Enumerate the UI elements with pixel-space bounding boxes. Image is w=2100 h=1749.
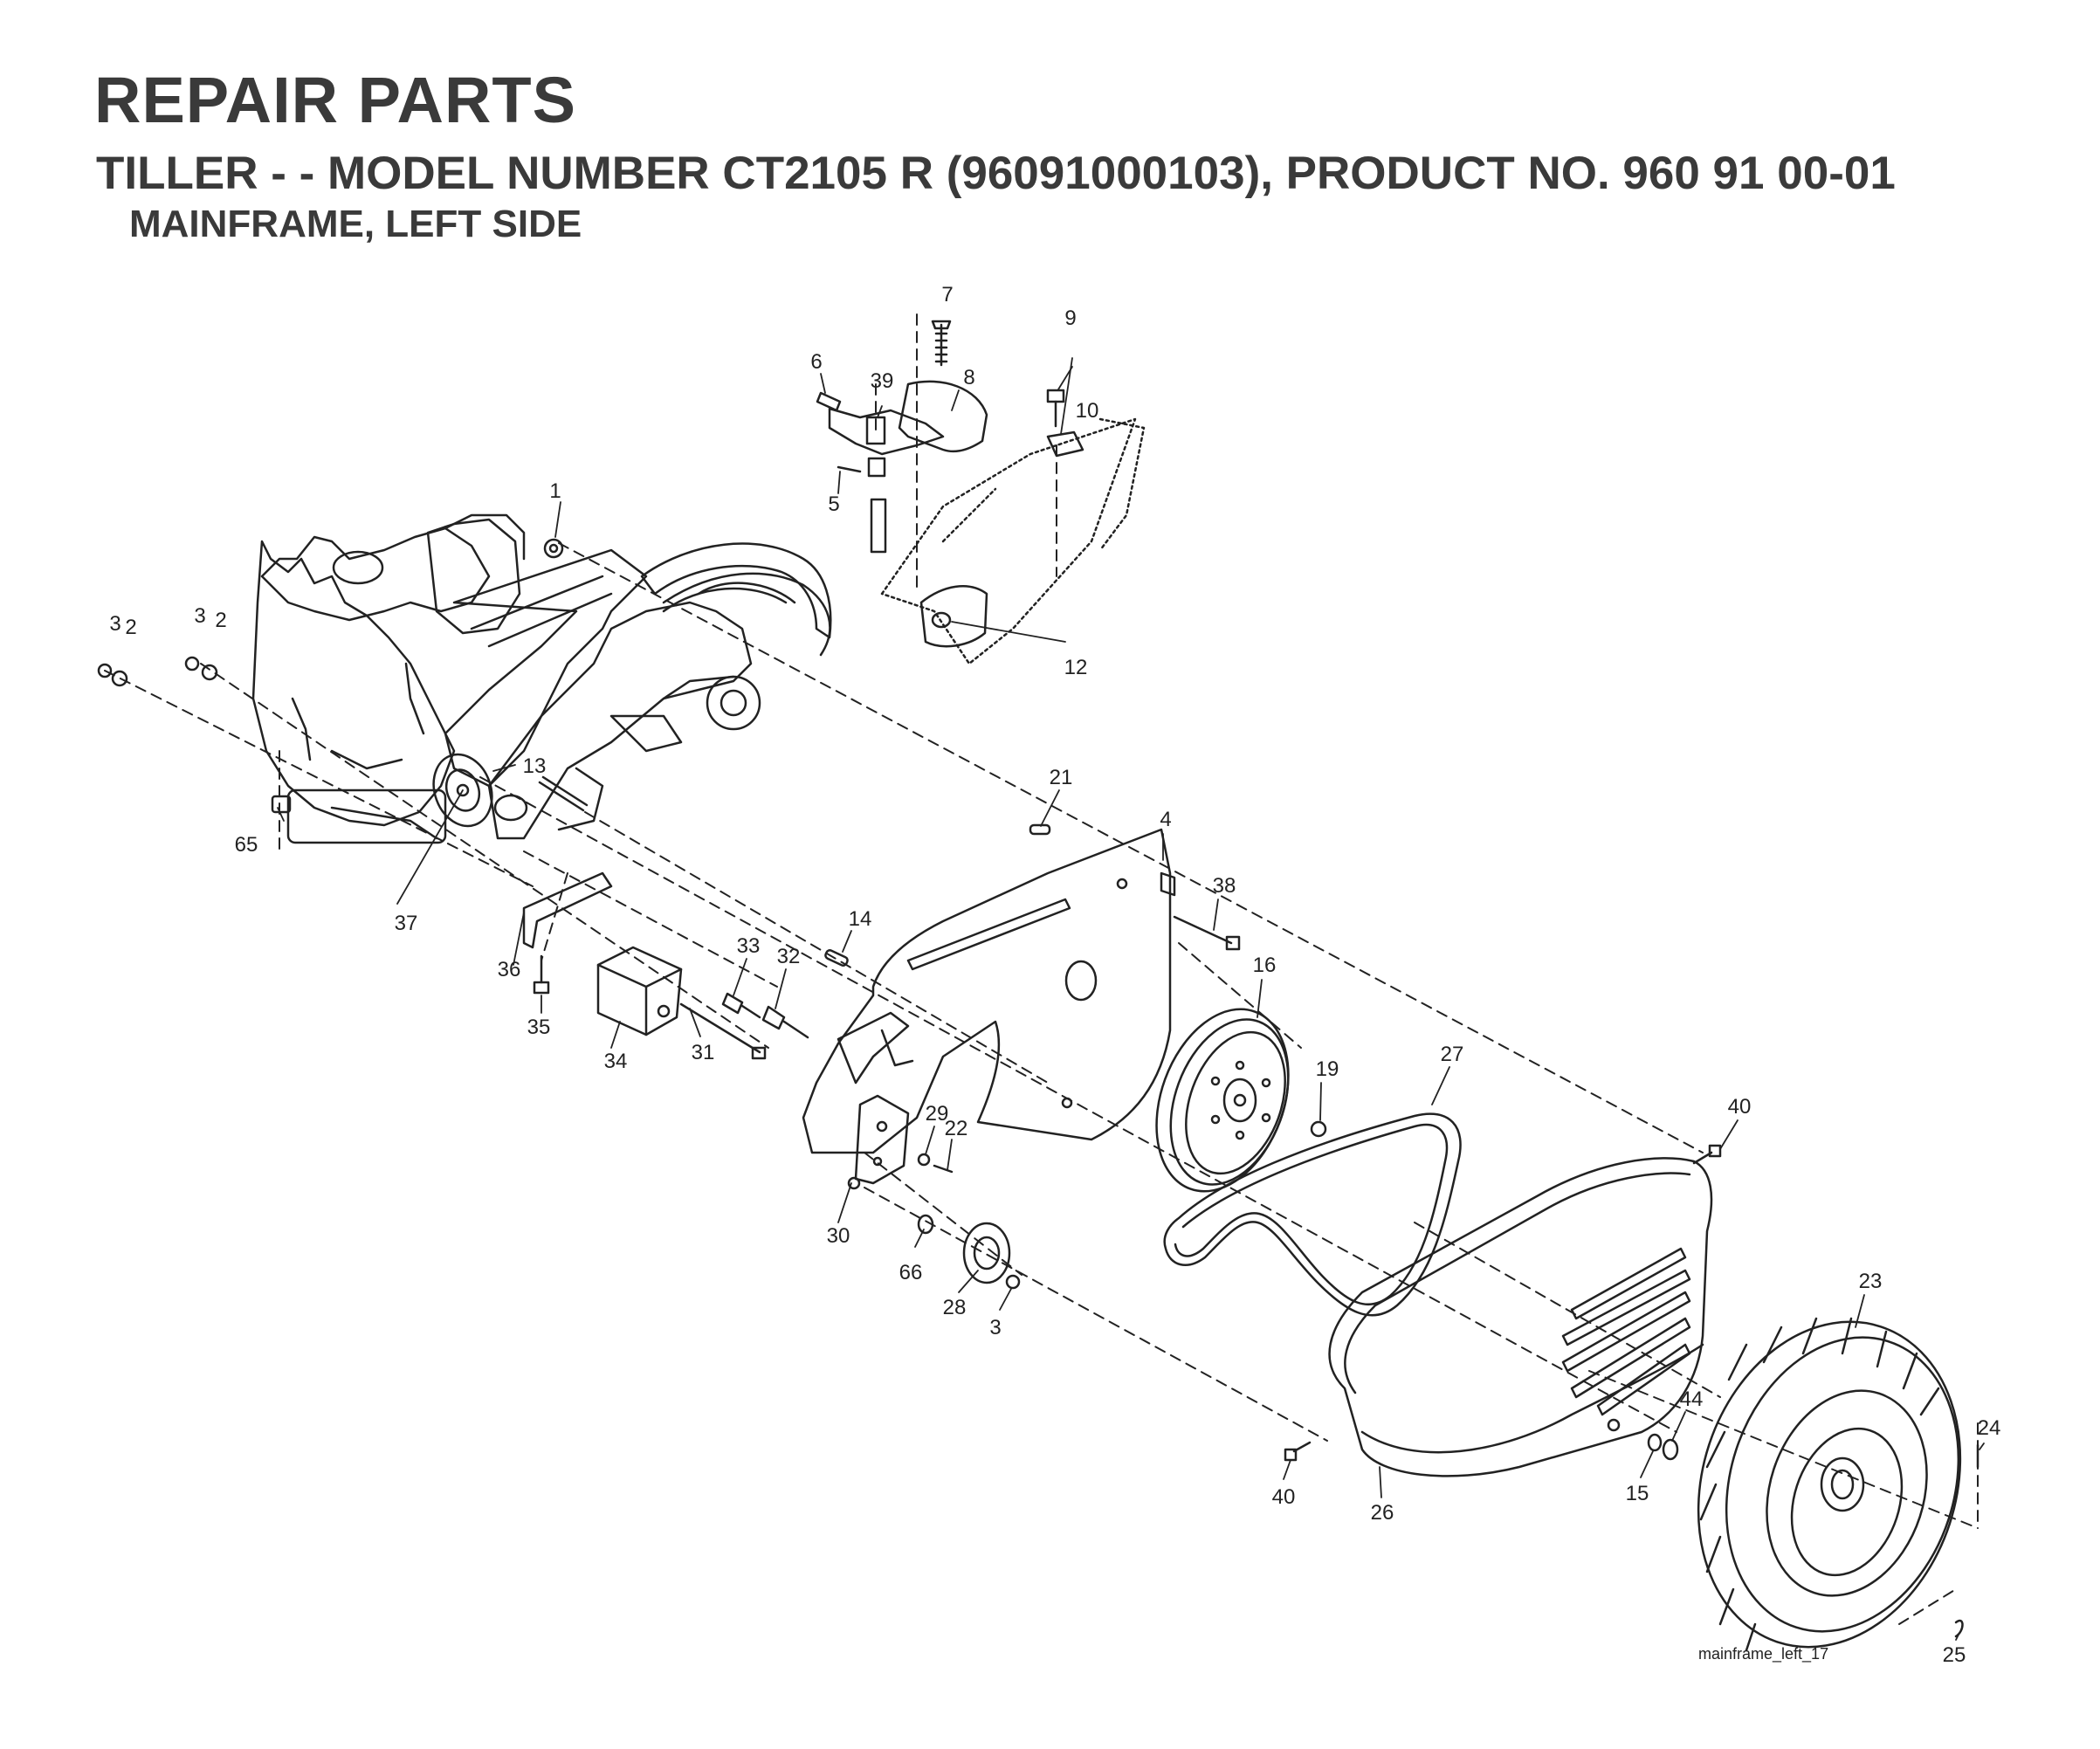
- callout-3: 3: [194, 604, 205, 628]
- callout-37: 37: [395, 912, 418, 935]
- callout-31: 31: [692, 1041, 715, 1064]
- callout-26: 26: [1371, 1501, 1394, 1525]
- callout-40: 40: [1728, 1095, 1752, 1119]
- small-hardware: [97, 538, 1722, 1462]
- callout-34: 34: [604, 1050, 628, 1073]
- callout-35: 35: [527, 1016, 551, 1039]
- callout-6: 6: [810, 350, 822, 374]
- belt-cover: [1328, 1157, 1713, 1477]
- model-subtitle: TILLER - - MODEL NUMBER CT2105 R (960910…: [96, 148, 1896, 199]
- callout-25: 25: [1943, 1643, 1966, 1667]
- callout-5: 5: [828, 492, 839, 516]
- page-title: REPAIR PARTS: [94, 64, 576, 136]
- upper-parts: [816, 320, 1146, 665]
- callout-21: 21: [1050, 766, 1073, 789]
- chain-case-cover: [802, 828, 1176, 1190]
- callout-24: 24: [1978, 1416, 2001, 1440]
- callout-30: 30: [827, 1224, 850, 1248]
- section-title: MAINFRAME, LEFT SIDE: [129, 203, 582, 245]
- callout-65: 65: [235, 833, 258, 857]
- callout-66: 66: [899, 1261, 923, 1284]
- callout-12: 12: [1064, 656, 1088, 679]
- callout-10: 10: [1076, 399, 1099, 423]
- callout-23: 23: [1859, 1270, 1883, 1293]
- callout-4: 4: [1160, 808, 1171, 831]
- callout-33: 33: [737, 934, 761, 958]
- callout-3: 3: [109, 612, 120, 636]
- callout-15: 15: [1626, 1482, 1649, 1505]
- callout-14: 14: [849, 907, 872, 931]
- callout-36: 36: [498, 958, 521, 981]
- callout-38: 38: [1213, 874, 1236, 898]
- callout-28: 28: [943, 1296, 967, 1319]
- callout-13: 13: [523, 754, 547, 778]
- callout-labels: 1 2 2 3 3 3 4 5 6 7 8 9 10 12 13 14 15 1…: [109, 283, 2000, 1667]
- callout-39: 39: [871, 369, 894, 393]
- callout-1: 1: [549, 479, 561, 503]
- callout-2: 2: [215, 609, 226, 632]
- callout-16: 16: [1253, 954, 1277, 977]
- leader-lines: [277, 357, 1985, 1641]
- callout-8: 8: [963, 366, 974, 389]
- drive-belt: [1163, 1112, 1462, 1317]
- callout-27: 27: [1441, 1043, 1464, 1066]
- wheel-assembly: [1647, 1317, 1980, 1652]
- callout-2: 2: [125, 616, 136, 639]
- callout-22: 22: [945, 1117, 968, 1140]
- callout-9: 9: [1064, 306, 1076, 330]
- callout-29: 29: [926, 1102, 949, 1126]
- callout-7: 7: [941, 283, 953, 306]
- callout-19: 19: [1316, 1057, 1339, 1081]
- engine-mainframe-assembly: [251, 513, 832, 844]
- alignment-lines: [104, 313, 1979, 1625]
- driven-pulley: [1155, 1008, 1290, 1193]
- callout-44: 44: [1680, 1387, 1704, 1411]
- callout-32: 32: [777, 945, 801, 968]
- callout-3: 3: [989, 1316, 1001, 1339]
- figure-id: mainframe_left_17: [1698, 1645, 1828, 1663]
- callout-40: 40: [1272, 1485, 1296, 1509]
